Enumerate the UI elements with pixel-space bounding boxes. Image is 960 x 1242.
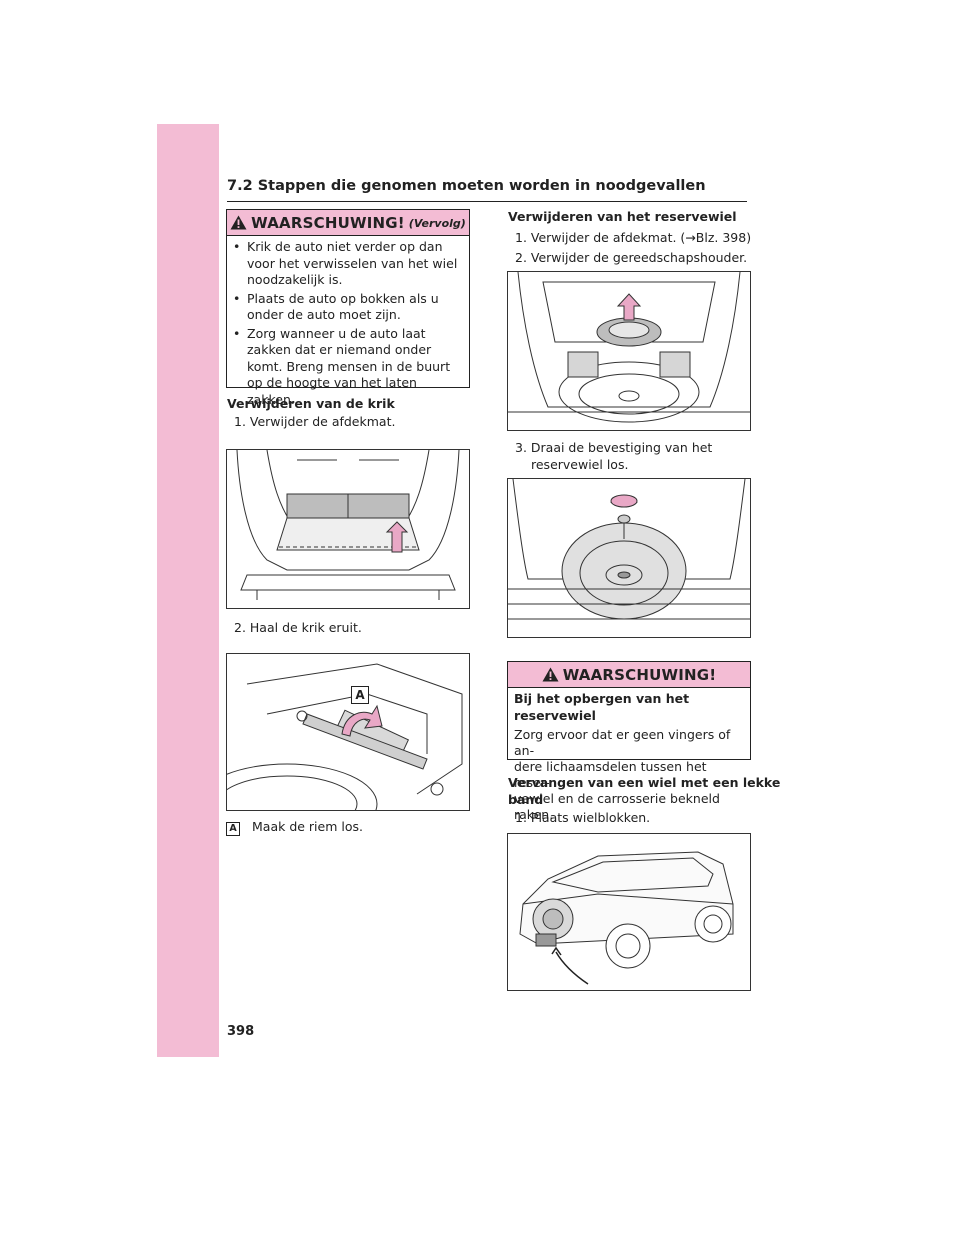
heading-replace-wheel-line2: band	[508, 792, 544, 807]
warning-body-line: Zorg ervoor dat er geen vingers of an-	[514, 727, 731, 758]
step-take-jack: 2. Haal de krik eruit.	[234, 620, 362, 635]
warning-subheading: Bij het opbergen van het reservewiel	[514, 691, 690, 723]
section-title: 7.2 Stappen die genomen moeten worden in…	[227, 178, 706, 194]
warning-box-continued: WAARSCHUWING! (Vervolg) •Krik de auto ni…	[226, 209, 470, 407]
warning-bullet: •Zorg wanneer u de auto laat zakken dat …	[233, 325, 451, 407]
title-divider	[227, 201, 747, 202]
step-loosen-spare-line2: reservewiel los.	[531, 457, 629, 472]
warning-box-storage: WAARSCHUWING! Bij het opbergen van het r…	[507, 661, 751, 822]
step-place-chocks: 1. Plaats wielblokken.	[515, 810, 651, 825]
step-remove-mat-ref: 1. Verwijder de afdekmat. (→Blz. 398)	[515, 230, 752, 245]
warning-subtitle: (Vervolg)	[408, 217, 466, 230]
callout-label-a: A	[226, 822, 240, 836]
figure-callout-a: A	[351, 686, 369, 704]
step-remove-tool-holder: 2. Verwijder de gereedschapshouder.	[515, 250, 748, 265]
warning-bullet: •Krik de auto niet verder op dan voor he…	[233, 239, 458, 287]
figure-spare-bolt	[507, 478, 751, 638]
warning-title: WAARSCHUWING!	[562, 665, 717, 684]
warning-body-line: dere lichaamsdelen tussen het reser-	[514, 759, 707, 790]
warning-bullet: •Plaats de auto op bokken als u onder de…	[233, 290, 439, 323]
warning-title: WAARSCHUWING!	[251, 213, 405, 232]
heading-replace-wheel-line1: Vervangen van een wiel met een lekke	[508, 775, 781, 790]
warning-triangle-icon	[542, 667, 559, 682]
warning-header: WAARSCHUWING!	[508, 662, 750, 688]
figure-tool-holder	[507, 271, 751, 431]
figure-luggage-cover	[226, 449, 470, 609]
page-number: 398	[227, 1024, 255, 1039]
chapter-sidebar-tab	[157, 124, 219, 1057]
step-remove-mat: 1. Verwijder de afdekmat.	[234, 414, 396, 429]
step-loosen-spare-line1: 3. Draai de bevestiging van het	[515, 440, 713, 455]
warning-triangle-icon	[230, 215, 247, 230]
callout-text: Maak de riem los.	[252, 819, 363, 834]
figure-wheel-chocks	[507, 833, 751, 991]
heading-remove-spare: Verwijderen van het reservewiel	[508, 209, 737, 224]
figure-jack-strap: A	[226, 653, 470, 811]
warning-body-line: vewiel en de carrosserie bekneld raken.	[514, 791, 720, 822]
heading-remove-jack: Verwijderen van de krik	[227, 396, 395, 411]
warning-header: WAARSCHUWING! (Vervolg)	[227, 210, 469, 236]
